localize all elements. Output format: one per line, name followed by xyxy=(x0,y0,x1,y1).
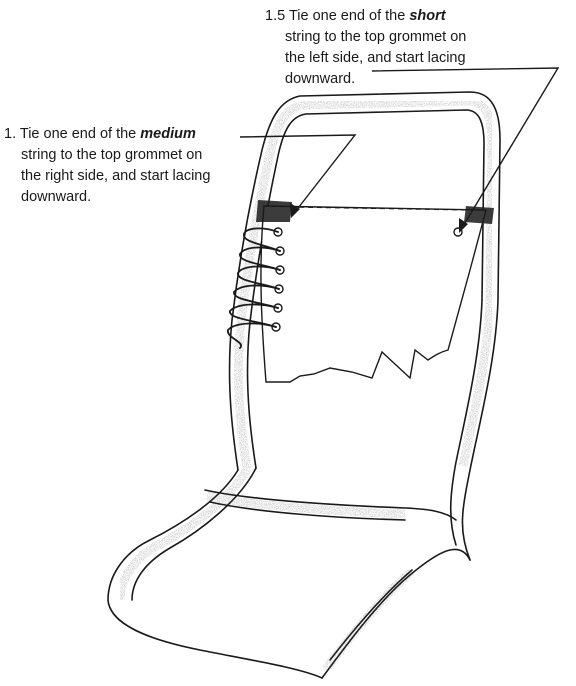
leader-line-step-1 xyxy=(239,134,357,213)
step-text: downward. xyxy=(285,71,356,87)
frame-back-outer xyxy=(228,91,501,561)
callout-line: 1. Tie one end of the medium xyxy=(4,124,210,145)
frame-seat-inner xyxy=(131,467,257,601)
step-number: 1. xyxy=(4,126,17,142)
step-text: Tie one end of the xyxy=(19,126,141,142)
chair-frame xyxy=(107,91,501,679)
frame-front-tube xyxy=(321,548,471,679)
leader-lines xyxy=(239,67,560,229)
grommets-right-side xyxy=(271,227,285,332)
frame-crossbar xyxy=(204,489,457,521)
arrowhead-step-1-5 xyxy=(459,218,468,233)
right-side-band xyxy=(256,200,292,222)
string-length-label: medium xyxy=(140,126,196,142)
string-length-label: short xyxy=(409,8,446,24)
frame-seat-outer xyxy=(107,469,323,679)
leader-line-step-1-5 xyxy=(371,67,560,229)
step-text: downward. xyxy=(21,189,92,205)
callout-step-1-5: 1.5 Tie one end of the short string to t… xyxy=(265,6,467,90)
left-side-band xyxy=(464,206,494,224)
step-text: string to the top grommet on xyxy=(21,147,203,163)
step-text: the right side, and start lacing xyxy=(21,168,211,184)
step-text: Tie one end of the xyxy=(288,8,410,24)
fabric-back-panel xyxy=(260,205,487,383)
step-text: string to the top grommet on xyxy=(285,29,467,45)
callout-step-1: 1. Tie one end of the medium string to t… xyxy=(4,124,210,208)
frame-back-inner xyxy=(246,109,485,546)
step-number: 1.5 xyxy=(265,8,286,24)
frame-shading xyxy=(115,96,497,672)
frame-crossbar-lower xyxy=(209,501,406,521)
fabric-top-edge xyxy=(289,206,471,211)
arrowhead-step-1 xyxy=(290,203,300,218)
callout-line: 1.5 Tie one end of the short xyxy=(265,6,466,27)
lacing-string xyxy=(227,227,281,349)
arrowheads xyxy=(290,203,468,233)
step-text: the left side, and start lacing xyxy=(285,50,466,66)
